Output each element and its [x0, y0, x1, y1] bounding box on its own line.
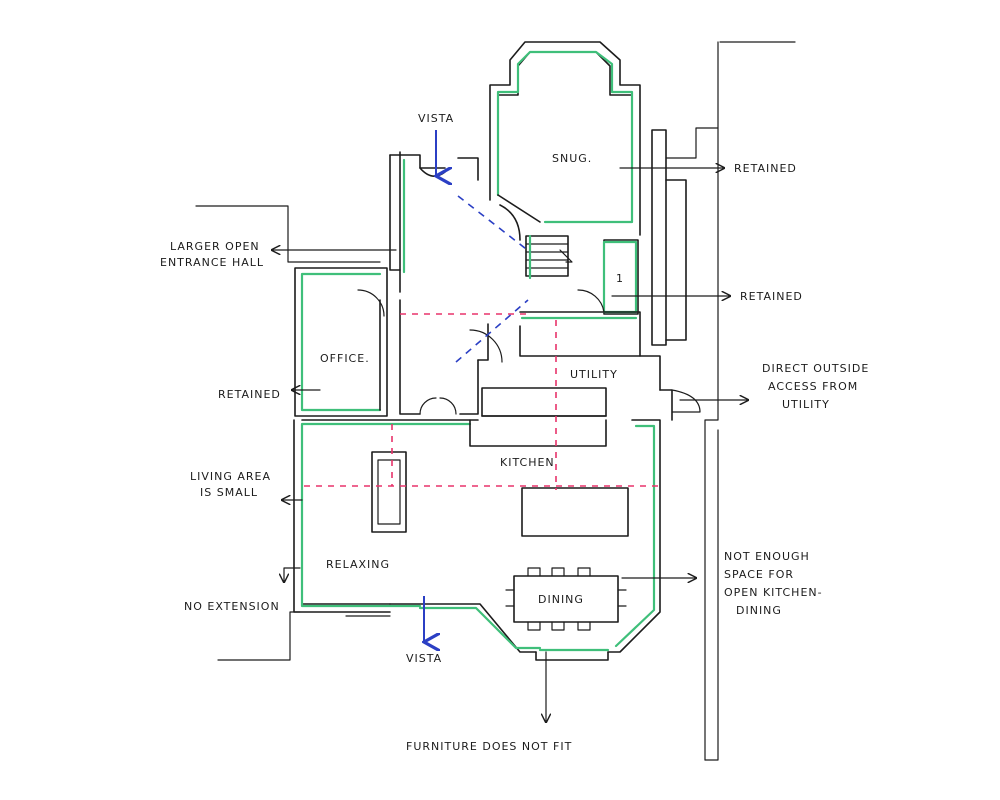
relaxing-label: RELAXING: [326, 558, 390, 571]
outside-access-line3: UTILITY: [782, 398, 830, 411]
kitchen-label: KITCHEN: [500, 456, 555, 469]
office-room: [294, 267, 388, 417]
snug-room: [489, 41, 641, 236]
vista-top-label: VISTA: [418, 112, 454, 125]
retained-office-label: RETAINED: [218, 388, 281, 401]
space-line3: OPEN KITCHEN-: [724, 586, 823, 599]
living-area-line2: IS SMALL: [200, 486, 258, 499]
stairs: [525, 234, 573, 280]
sofa: [371, 451, 407, 533]
dining-label: DINING: [538, 593, 584, 606]
sight-lines: [304, 195, 660, 490]
living-area-line1: LIVING AREA: [190, 470, 271, 483]
furniture: [371, 451, 629, 631]
outside-access-line1: DIRECT OUTSIDE: [762, 362, 869, 375]
wc-mark-text: 1: [616, 272, 624, 285]
retained-snug-label: RETAINED: [734, 162, 797, 175]
annotation-labels: VISTA VISTA RETAINED RETAINED RETAINED L…: [160, 112, 869, 753]
entrance-hall-line2: ENTRANCE HALL: [160, 256, 264, 269]
living-kitchen-dining-shell: [293, 419, 661, 661]
furniture-label: FURNITURE DOES NOT FIT: [406, 740, 572, 753]
space-line1: NOT ENOUGH: [724, 550, 810, 563]
space-line2: SPACE FOR: [724, 568, 794, 581]
entrance-hall-line1: LARGER OPEN: [170, 240, 260, 253]
kitchen-island: [521, 487, 629, 537]
vista-bottom-label: VISTA: [406, 652, 442, 665]
leader-arrows: [272, 168, 748, 722]
snug-label: SNUG.: [552, 152, 592, 165]
dining-table: [513, 575, 619, 623]
outside-access-line2: ACCESS FROM: [768, 380, 858, 393]
vista-arrows: [424, 130, 436, 642]
utility-room: [481, 387, 607, 417]
no-extension-label: NO EXTENSION: [184, 600, 280, 613]
office-label: OFFICE.: [320, 352, 370, 365]
site-lines: [195, 41, 796, 761]
wc-room: 1: [577, 239, 639, 315]
space-line4: DINING: [736, 604, 782, 617]
retained-wc-label: RETAINED: [740, 290, 803, 303]
utility-label: UTILITY: [570, 368, 618, 381]
room-labels: SNUG. OFFICE. UTILITY KITCHEN RELAXING D…: [320, 152, 618, 606]
